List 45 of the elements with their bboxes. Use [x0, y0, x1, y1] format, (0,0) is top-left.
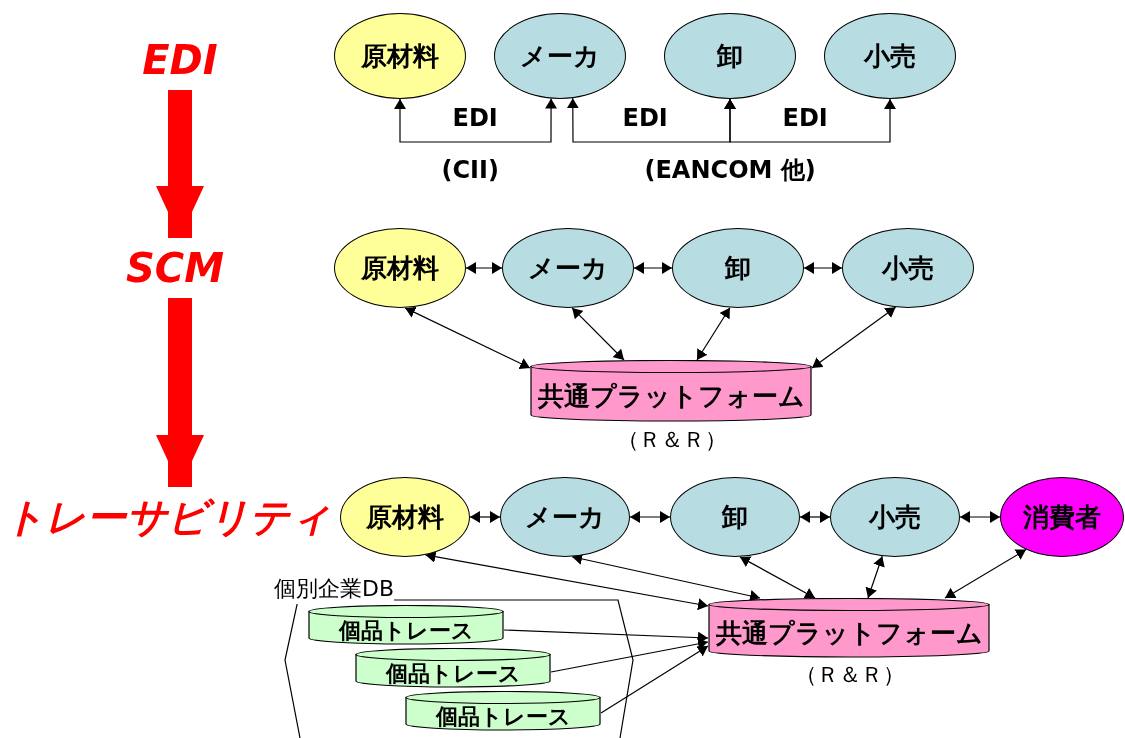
process-ellipse: 卸 [670, 477, 800, 557]
double-arrow [469, 511, 501, 523]
process-ellipse: メーカ [494, 13, 626, 99]
process-ellipse: 小売 [842, 228, 974, 308]
stage-label: トレーサビリティ [5, 487, 330, 547]
big-arrow [156, 298, 204, 487]
double-arrow [629, 511, 671, 523]
process-ellipse: 小売 [830, 477, 960, 557]
stage-label: SCM [105, 238, 245, 298]
double-arrow [633, 262, 673, 274]
process-ellipse: 原材料 [334, 13, 466, 99]
caption-text: （Ｒ＆Ｒ） [616, 426, 728, 454]
double-arrow [571, 553, 761, 602]
process-ellipse: メーカ [502, 228, 634, 308]
database-cylinder: 共通プラットフォーム [530, 360, 812, 422]
double-arrow [465, 262, 503, 274]
double-arrow [696, 307, 731, 361]
double-arrow [959, 511, 1001, 523]
big-arrow [156, 90, 204, 238]
double-arrow [811, 306, 897, 369]
double-arrow [571, 307, 625, 361]
double-arrow [944, 549, 1027, 599]
process-ellipse: 原材料 [340, 477, 470, 557]
arrow [550, 638, 709, 673]
stage-label: EDI [120, 30, 240, 90]
process-ellipse: 卸 [664, 13, 796, 99]
arrow [600, 645, 709, 714]
caption-text: （Ｒ＆Ｒ） [794, 661, 906, 689]
double-arrow [865, 555, 885, 599]
process-ellipse: 小売 [824, 13, 956, 99]
database-cylinder: 個品トレース [308, 605, 504, 645]
database-cylinder: 個品トレース [355, 648, 551, 688]
process-ellipse: 消費者 [1000, 477, 1124, 557]
process-ellipse: 卸 [672, 228, 804, 308]
database-cylinder: 共通プラットフォーム [708, 598, 990, 658]
process-ellipse: 原材料 [334, 228, 466, 308]
double-arrow [404, 306, 531, 370]
double-arrow [394, 98, 558, 143]
double-arrow [803, 262, 843, 274]
double-arrow [799, 511, 831, 523]
double-arrow [724, 98, 896, 143]
double-arrow [424, 550, 709, 611]
database-cylinder: 個品トレース [405, 691, 601, 731]
double-arrow [739, 556, 816, 599]
process-ellipse: メーカ [500, 477, 630, 557]
